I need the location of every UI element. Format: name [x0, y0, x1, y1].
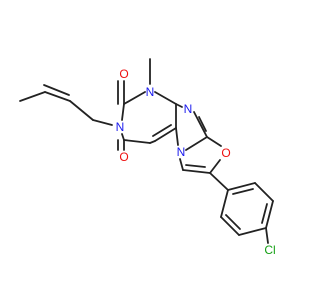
- bond: [44, 91, 71, 102]
- bond: [175, 103, 183, 108]
- bond: [123, 91, 146, 105]
- bond: [265, 200, 274, 229]
- bond: [206, 136, 222, 147]
- bond: [19, 91, 46, 102]
- atom-label-n1: N: [146, 85, 155, 99]
- bond: [92, 119, 113, 126]
- bond: [121, 103, 125, 121]
- bond: [121, 133, 125, 141]
- atom-label-cl: Cl: [264, 243, 275, 257]
- bond: [152, 124, 172, 137]
- bond: [175, 127, 179, 146]
- bond: [185, 136, 208, 151]
- bond: [254, 182, 274, 202]
- bond: [193, 111, 208, 138]
- bond: [154, 91, 177, 105]
- atom-label-n9: N: [184, 102, 193, 116]
- atom-label-o-ring: O: [221, 146, 230, 160]
- atom-label-n7: N: [177, 145, 186, 159]
- bond: [182, 169, 211, 174]
- atom-labels: N N N N O O O Cl: [116, 67, 276, 257]
- bond: [232, 188, 254, 195]
- bond: [209, 172, 229, 191]
- bond: [220, 189, 229, 218]
- bond: [225, 214, 241, 230]
- atom-label-o-c6: O: [119, 150, 128, 164]
- bond: [43, 84, 70, 96]
- molecule-structure: N N N N O O O Cl: [19, 58, 276, 257]
- bond: [238, 227, 267, 236]
- bond: [69, 100, 94, 121]
- bond: [220, 216, 240, 236]
- atom-label-n3: N: [116, 120, 125, 134]
- atom-label-o-c2: O: [119, 67, 128, 81]
- bond: [261, 203, 268, 224]
- bond: [265, 227, 269, 244]
- bond: [154, 127, 177, 142]
- bond: [179, 158, 184, 171]
- bond: [209, 159, 221, 174]
- bonds: [19, 58, 274, 244]
- bond: [227, 182, 256, 191]
- bond: [185, 164, 206, 168]
- bond: [198, 116, 207, 132]
- bond: [123, 139, 151, 144]
